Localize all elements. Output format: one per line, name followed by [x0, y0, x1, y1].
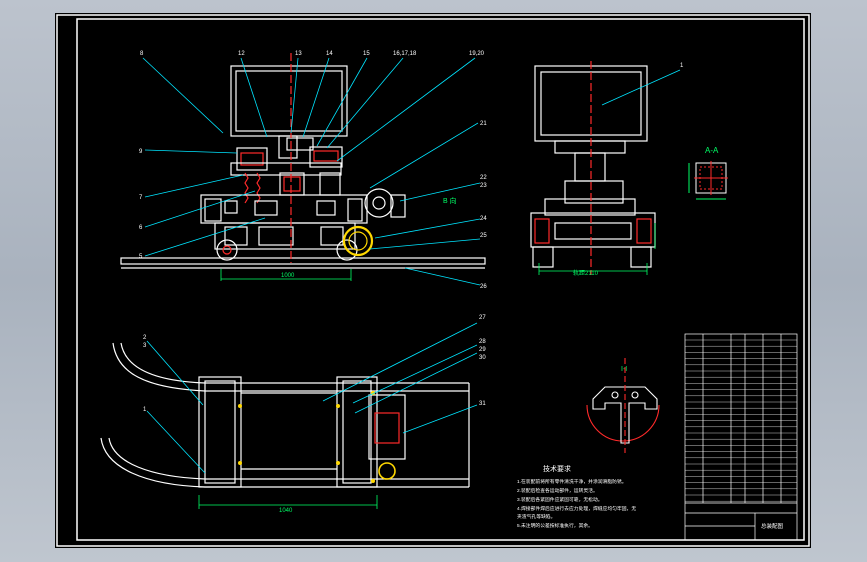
callout-plan-3: 3 — [143, 343, 147, 349]
inner-border — [76, 18, 805, 541]
note-item: 2.装配后检查各运动部件，运转灵活。 — [517, 487, 598, 494]
note-item: 夹渣气孔等缺陷。 — [517, 513, 555, 520]
callout-5: 5 — [139, 254, 143, 260]
note-item: 5.未注明的公差按标准执行，其余。 — [517, 522, 593, 529]
callout-16-18: 16,17,18 — [393, 51, 417, 57]
outer-border — [56, 14, 810, 547]
callout-27: 27 — [479, 315, 486, 321]
plan-markers — [238, 391, 375, 483]
callout-23: 23 — [480, 183, 487, 189]
front-view — [120, 53, 486, 269]
drawing-sheet: 1000 8 12 13 14 15 16,17,18 19,20 21 22 … — [55, 13, 811, 548]
callout-26: 26 — [480, 284, 487, 290]
callouts: 8 12 13 14 15 16,17,18 19,20 21 22 23 24… — [139, 51, 684, 290]
callout-12: 12 — [238, 51, 245, 57]
callout-30: 30 — [479, 355, 486, 361]
callout-22: 22 — [480, 175, 487, 181]
callout-13: 13 — [295, 51, 302, 57]
callout-14: 14 — [326, 51, 333, 57]
front-dimension — [220, 269, 352, 281]
leader-side — [601, 69, 681, 106]
side-width-dim: 轨距2110 — [573, 269, 599, 277]
side-view — [530, 61, 656, 275]
notes-title: 技术要求 — [543, 464, 571, 473]
view-b-label: B 向 — [443, 196, 457, 205]
note-item: 4.焊接部件焊后应进行去应力处理，焊缝应均匀牢固，无 — [517, 505, 636, 512]
plan-callouts: 27 28 29 30 31 2 3 1 — [143, 315, 486, 413]
callout-plan-1: 1 — [143, 407, 147, 413]
cad-drawing: 1000 8 12 13 14 15 16,17,18 19,20 21 22 … — [56, 14, 810, 547]
note-item: 1.在装配前将所有零件清洗干净，并涂润滑脂防锈。 — [517, 478, 627, 485]
callout-6: 6 — [139, 225, 143, 231]
callout-31: 31 — [479, 401, 486, 407]
leader-lines-front — [142, 57, 481, 286]
bom-rows — [685, 339, 797, 502]
callout-15: 15 — [363, 51, 370, 57]
callout-19-20: 19,20 — [469, 51, 485, 57]
callout-21: 21 — [480, 121, 487, 127]
callout-plan-2: 2 — [143, 335, 147, 341]
drawing-name: 总装配图 — [761, 522, 784, 530]
side-dimension — [538, 223, 656, 275]
callout-29: 29 — [479, 347, 486, 353]
section-a-a — [688, 161, 728, 200]
callout-7: 7 — [139, 195, 143, 201]
plan-view — [100, 342, 470, 488]
callout-28: 28 — [479, 339, 486, 345]
front-width-dim: 1000 — [281, 273, 295, 279]
detail-label: I-I — [621, 366, 627, 373]
section-a-label: A-A — [705, 146, 719, 155]
callout-8: 8 — [140, 51, 144, 57]
callout-24: 24 — [480, 216, 487, 222]
leader-lines-plan — [146, 322, 478, 474]
title-block — [684, 333, 798, 541]
callout-25: 25 — [480, 233, 487, 239]
plan-dimension — [198, 495, 378, 509]
detail-view — [586, 358, 660, 453]
note-item: 3.装配后各紧固件应紧固可靠，无松动。 — [517, 496, 603, 503]
plan-width-dim: 1040 — [279, 508, 293, 514]
callout-9: 9 — [139, 149, 143, 155]
notes-list: 1.在装配前将所有零件清洗干净，并涂润滑脂防锈。 2.装配后检查各运动部件，运转… — [517, 478, 636, 529]
callout-side-1: 1 — [680, 63, 684, 69]
